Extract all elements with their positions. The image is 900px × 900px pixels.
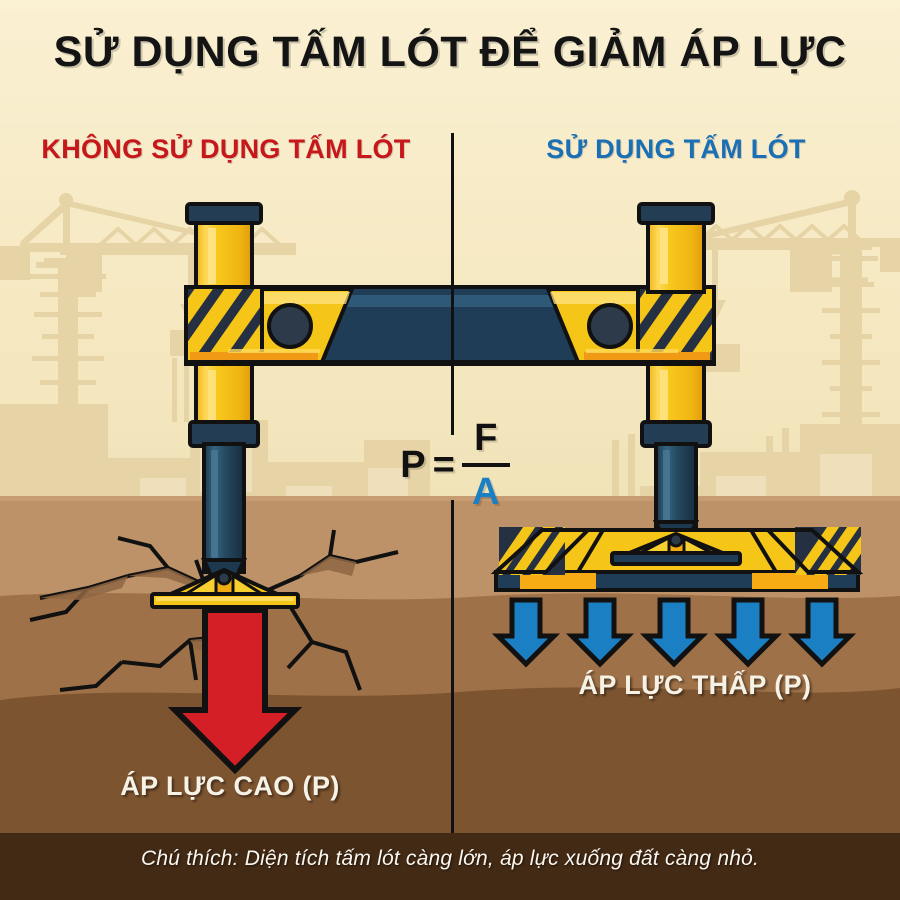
panel-heading-left: KHÔNG SỬ DỤNG TẤM LÓT bbox=[41, 134, 411, 164]
formula-denominator: A bbox=[472, 471, 500, 513]
panel-heading-right: SỬ DỤNG TẤM LÓT bbox=[546, 134, 806, 164]
soil-label-low-pressure: ÁP LỰC THẤP (P) bbox=[578, 670, 812, 700]
soil-label-high-pressure: ÁP LỰC CAO (P) bbox=[120, 771, 340, 801]
outrigger-foot-icon-right bbox=[610, 531, 742, 566]
pressure-formula: P = F A bbox=[385, 417, 525, 513]
down-arrow-blue-icon bbox=[491, 597, 857, 668]
panel-divider-lower bbox=[451, 500, 454, 833]
formula-fraction-bar bbox=[461, 463, 510, 467]
outrigger-foot-icon-left bbox=[150, 567, 300, 609]
footer-caption: Chú thích: Diện tích tấm lót càng lớn, á… bbox=[140, 847, 760, 870]
down-arrow-red-icon bbox=[167, 607, 303, 775]
panel-divider-upper bbox=[451, 133, 454, 435]
page-title: SỬ DỤNG TẤM LÓT ĐỂ GIẢM ÁP LỰC bbox=[53, 28, 847, 76]
formula-numerator: F bbox=[474, 417, 498, 459]
formula-equals: = bbox=[432, 443, 455, 486]
formula-fraction: F A bbox=[461, 417, 510, 513]
formula-p: P bbox=[400, 443, 426, 486]
